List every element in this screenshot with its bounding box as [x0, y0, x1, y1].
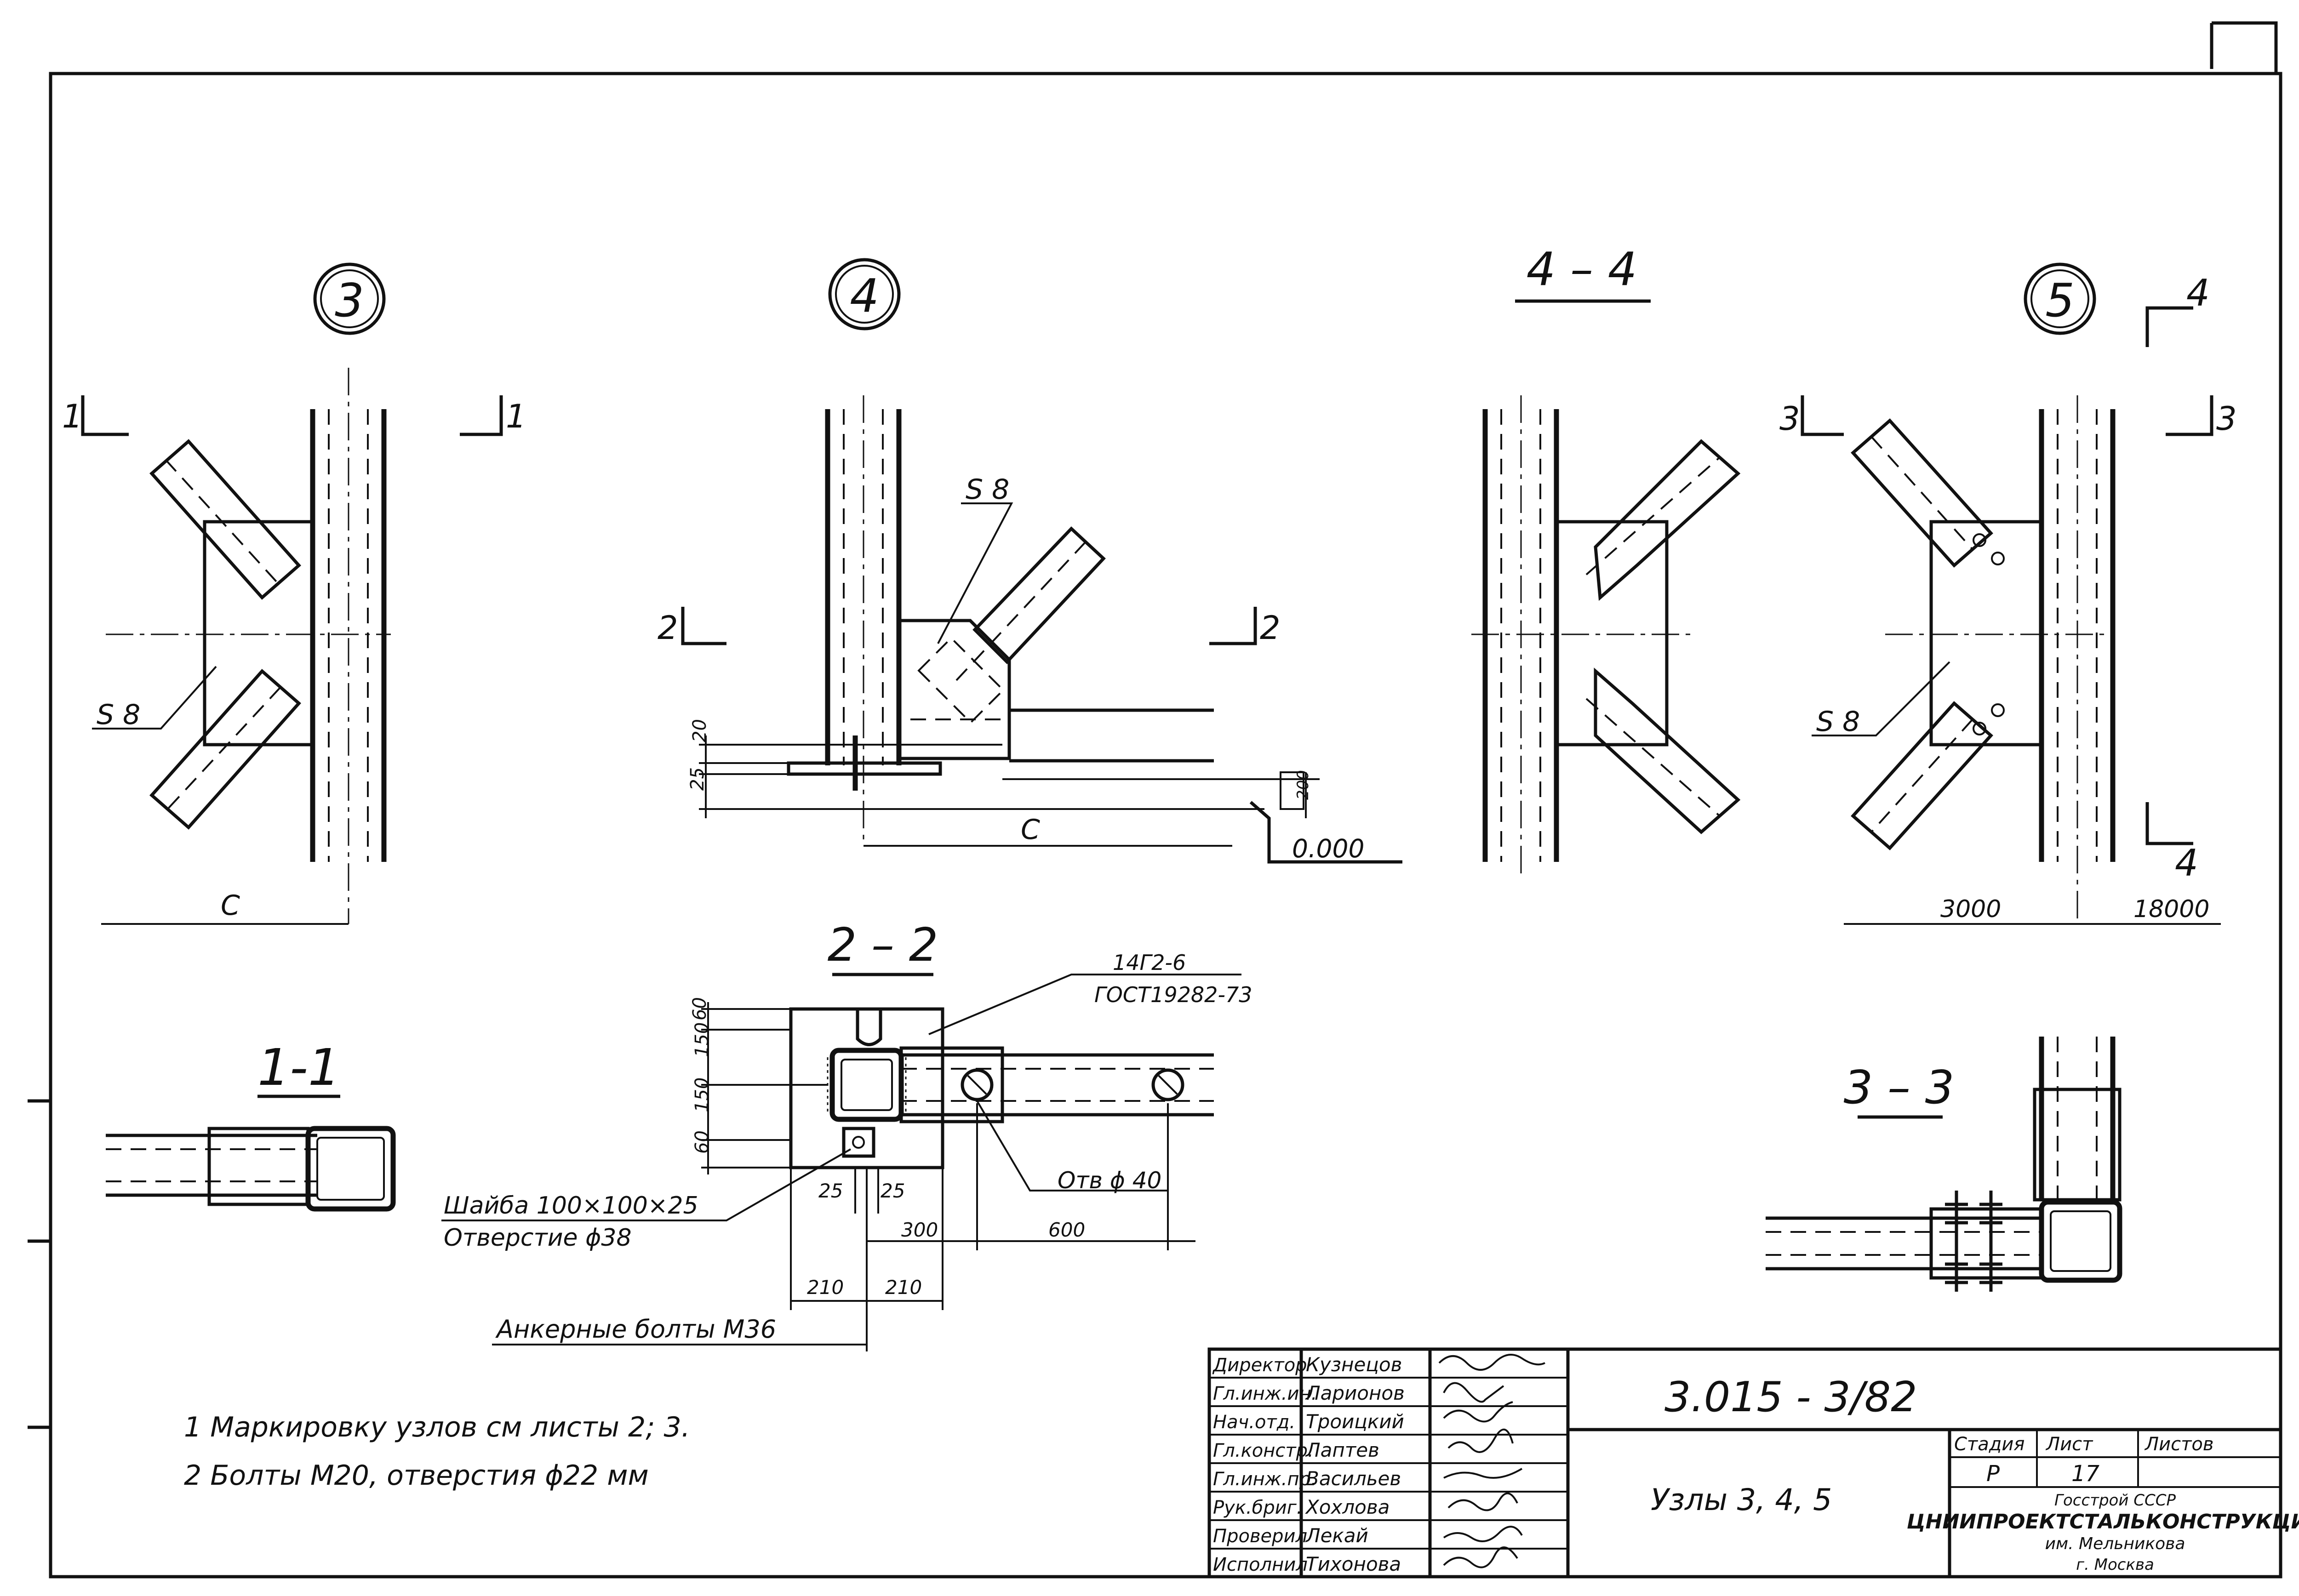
- node-3-s8-label: S 8: [97, 699, 140, 731]
- hole-38-label: Отверстие ϕ38: [444, 1224, 632, 1252]
- node-4-view: 4 20 25 200 C: [658, 258, 1402, 864]
- notes: 1 Маркировку узлов см листы 2; 3. 2 Болт…: [184, 1411, 690, 1492]
- section-1-1-title: 1-1: [257, 1038, 340, 1097]
- node-4-dim-20: 20: [689, 719, 710, 742]
- node-5-view: 5 S 8 3000 18000 3 3 4 4: [1779, 262, 2237, 925]
- section-2-2-view: 2 – 2 60 150 150 60: [441, 918, 1252, 1351]
- name-7: Тихонова: [1306, 1553, 1401, 1575]
- org-line-1: Госстрой СССР: [2054, 1491, 2176, 1510]
- drawing-title: Узлы 3, 4, 5: [1651, 1483, 1832, 1517]
- name-1: Ларионов: [1305, 1382, 1405, 1404]
- steel-grade-label: 14Г2-6: [1113, 950, 1186, 975]
- cut-mark-1-left: 1: [62, 398, 83, 435]
- name-3: Лаптев: [1305, 1439, 1379, 1461]
- node-3-label: 3: [335, 274, 364, 327]
- dim-300: 300: [901, 1219, 938, 1241]
- name-0: Кузнецов: [1306, 1353, 1402, 1376]
- note-2: 2 Болты М20, отверстия ϕ22 мм: [184, 1459, 649, 1492]
- node-4-label: 4: [850, 269, 879, 323]
- cut-mark-4-bottom: 4: [2175, 842, 2198, 884]
- hole-40-label: Отв ϕ 40: [1058, 1167, 1161, 1194]
- section-3-3-view: 3 – 3: [1766, 1037, 2122, 1292]
- node-5-dim-18000: 18000: [2133, 895, 2209, 923]
- dim-210-right: 210: [885, 1276, 922, 1299]
- section-3-3-bolts: [1945, 1191, 2002, 1292]
- node-5-dim-3000: 3000: [1940, 895, 2001, 923]
- org-line-4: г. Москва: [2076, 1556, 2154, 1574]
- node-4-c-label: C: [1021, 814, 1040, 846]
- node-4-dim-200: 200: [1294, 770, 1312, 800]
- node-5-s8-label: S 8: [1816, 706, 1860, 738]
- dim-150-top: 150: [692, 1022, 713, 1057]
- section-1-1-view: 1-1: [106, 1038, 396, 1212]
- role-6: Проверил: [1213, 1526, 1307, 1547]
- node-3-c-label: C: [221, 889, 240, 922]
- dim-25-right: 25: [881, 1180, 905, 1202]
- cut-mark-3-left: 3: [1779, 400, 1800, 438]
- node-3-view: 3 S 8 C 1 1: [62, 262, 526, 925]
- sheets-header: Листов: [2144, 1434, 2213, 1455]
- sheet-header: Лист: [2045, 1434, 2093, 1455]
- cut-mark-3-right: 3: [2216, 400, 2237, 438]
- sheet-value: 17: [2071, 1461, 2100, 1487]
- role-2: Нач.отд.: [1213, 1412, 1295, 1433]
- note-1: 1 Маркировку узлов см листы 2; 3.: [184, 1411, 690, 1443]
- dim-210-left: 210: [807, 1276, 844, 1299]
- washer-label: Шайба 100×100×25: [444, 1192, 698, 1220]
- node-4-s8-label: S 8: [966, 473, 1009, 506]
- title-block: Директор Кузнецов Гл.инж.ин. Ларионов На…: [1207, 1347, 2299, 1579]
- section-4-4-view: 4 – 4: [1471, 242, 1741, 873]
- sheet-frame: [28, 21, 2282, 1579]
- dim-150-bottom: 150: [692, 1077, 713, 1112]
- elevation-zero: 0.000: [1292, 834, 1364, 863]
- role-4: Гл.инж.пр.: [1213, 1469, 1317, 1490]
- org-line-3: им. Мельникова: [2045, 1534, 2185, 1553]
- role-7: Исполнил: [1213, 1554, 1308, 1575]
- name-4: Васильев: [1306, 1467, 1401, 1490]
- section-4-4-title: 4 – 4: [1527, 242, 1637, 296]
- section-3-3-title: 3 – 3: [1844, 1060, 1955, 1114]
- role-1: Гл.инж.ин.: [1213, 1383, 1317, 1404]
- drawing-code: 3.015 - 3/82: [1664, 1373, 1917, 1421]
- anchor-bolts-label: Анкерные болты М36: [495, 1315, 776, 1344]
- name-2: Троицкий: [1306, 1410, 1404, 1433]
- cut-mark-2-left: 2: [658, 609, 678, 647]
- cut-mark-1-right: 1: [506, 398, 526, 435]
- cut-mark-2-right: 2: [1260, 609, 1281, 647]
- name-5: Хохлова: [1305, 1496, 1390, 1518]
- dim-600: 600: [1048, 1219, 1085, 1241]
- stage-header: Стадия: [1954, 1434, 2024, 1455]
- name-6: Лекай: [1305, 1524, 1368, 1547]
- signatures: [1438, 1354, 1545, 1568]
- node-4-dim-25: 25: [687, 767, 708, 791]
- dim-60-bottom: 60: [692, 1130, 713, 1154]
- dim-60-top: 60: [689, 997, 710, 1020]
- node-5-label: 5: [2045, 274, 2075, 327]
- section-2-2-title: 2 – 2: [828, 918, 938, 972]
- org-line-2: ЦНИИПРОЕКТСТАЛЬКОНСТРУКЦИЯ: [1907, 1510, 2299, 1533]
- stage-value: Р: [1986, 1461, 2000, 1487]
- role-5: Рук.бриг.: [1213, 1497, 1302, 1518]
- role-3: Гл.констр.: [1213, 1440, 1314, 1461]
- gost-label: ГОСТ19282-73: [1094, 982, 1252, 1007]
- dim-25-left: 25: [818, 1180, 843, 1202]
- role-0: Директор: [1212, 1355, 1307, 1376]
